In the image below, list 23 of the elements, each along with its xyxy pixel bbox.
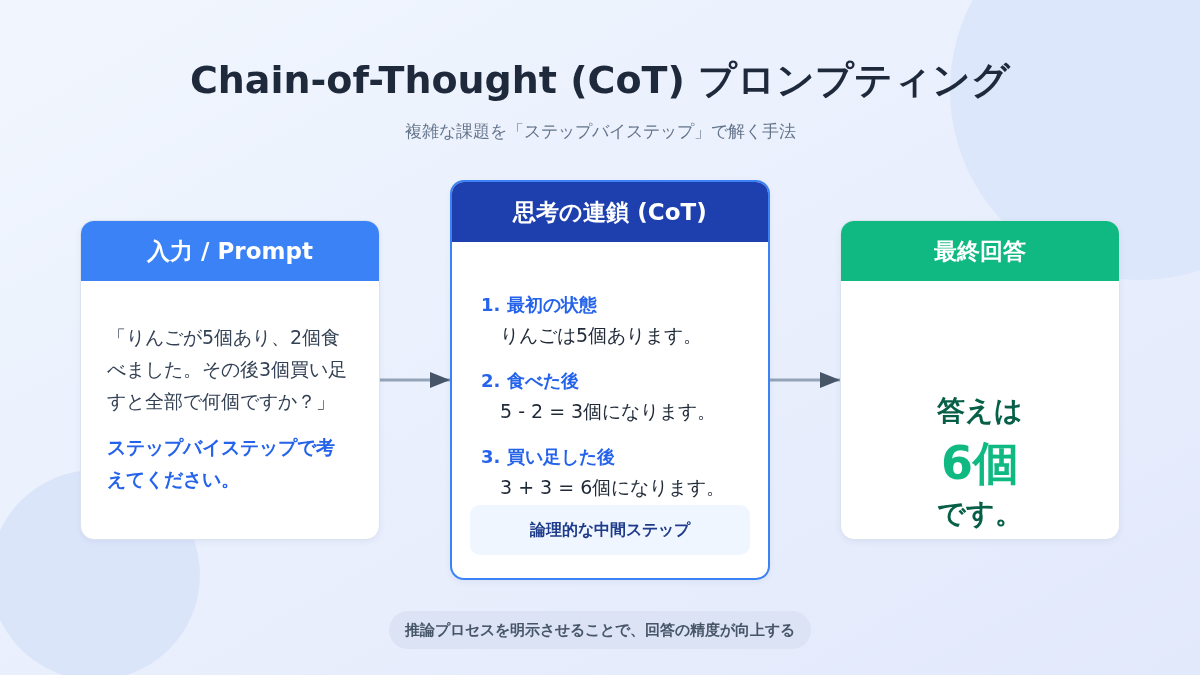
prompt-card	[80, 220, 380, 540]
card-heading: 思考の連鎖 (CoT)	[452, 182, 768, 242]
step-heading: 1. 最初の状態	[481, 293, 597, 317]
caption-note: 推論プロセスを明示させることで、回答の精度が向上する	[389, 611, 811, 649]
card-heading: 入力 / Prompt	[81, 221, 379, 281]
step-text: 5 - 2 = 3個になります。	[499, 399, 717, 424]
subtitle: 複雑な課題を「ステップバイステップ」で解く手法	[404, 120, 796, 143]
prompt-text: 「りんごが5個あり、2個食べました。その後3個買い足すと全部で何個ですか？」	[107, 325, 349, 414]
step-band: 論理的な中間ステップ	[470, 505, 750, 555]
reasoning-card	[450, 180, 770, 580]
instruction-text: ステップバイステップで考えてください。	[107, 435, 336, 492]
step-text: 3 + 3 = 6個になります。	[499, 475, 726, 500]
arrow	[770, 372, 840, 388]
answer-text: です。	[937, 496, 1023, 532]
step-heading: 2. 食べた後	[481, 369, 579, 393]
answer-value: 6個	[941, 435, 1019, 491]
title: Chain-of-Thought (CoT) プロンプティング	[189, 57, 1011, 104]
answer-text: 答えは	[937, 393, 1023, 429]
card-heading: 最終回答	[841, 221, 1119, 281]
answer-card	[840, 220, 1120, 540]
step-heading: 3. 買い足した後	[481, 445, 615, 469]
step-text: りんごは5個あります。	[499, 323, 703, 348]
arrow	[380, 372, 450, 388]
